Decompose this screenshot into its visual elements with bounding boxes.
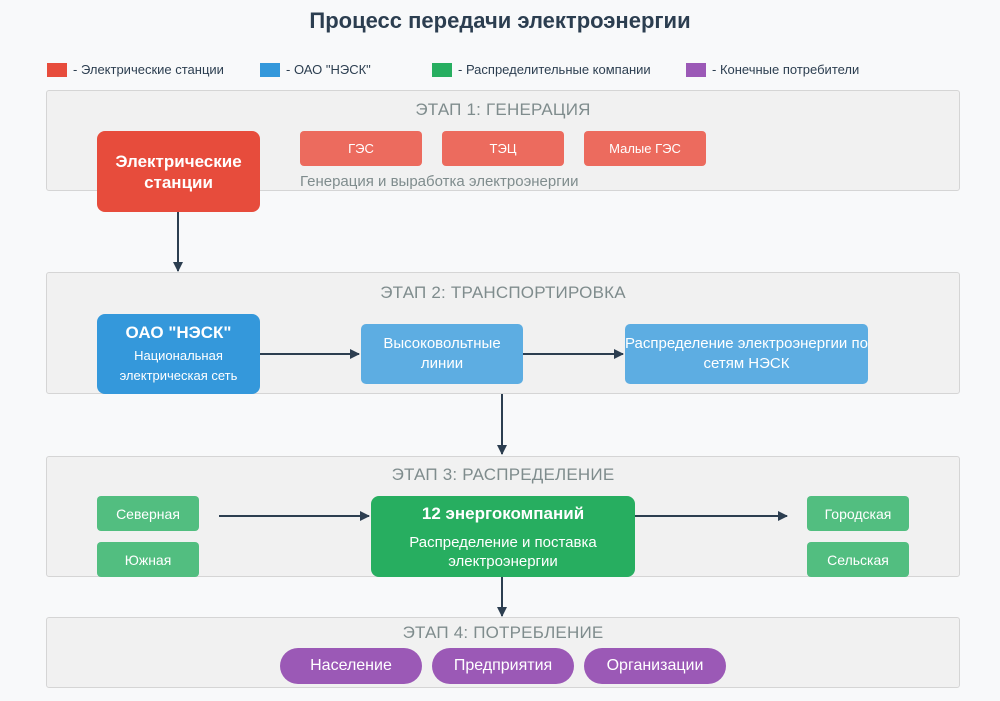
legend-swatch-green [432, 62, 452, 77]
nesk-distribution-node: Распределение электроэнергии по сетям НЭ… [625, 324, 868, 384]
legend-label: - Электрические станции [73, 62, 224, 77]
region-label: Северная [116, 505, 180, 522]
area-label: Городская [824, 505, 892, 522]
source-label: ГЭС [348, 141, 374, 156]
energy-companies-title: 12 энергокомпаний [421, 503, 585, 523]
source-ges: ГЭС [300, 131, 422, 166]
area-label: Сельская [827, 551, 889, 568]
source-label: Малые ГЭС [609, 141, 681, 156]
stage-3-label: ЭТАП 3: РАСПРЕДЕЛЕНИЕ [391, 465, 615, 484]
hv-lines-node: Высоковольтные линии [361, 324, 523, 384]
legend-swatch-purple [686, 62, 706, 77]
legend-swatch-blue [260, 62, 280, 77]
legend-item-consumers: - Конечные потребители [686, 62, 859, 77]
area-rural: Сельская [807, 542, 909, 577]
region-north: Северная [97, 496, 199, 531]
hv-lines-label: Высоковольтные линии [383, 335, 501, 372]
stage-4-label: ЭТАП 4: ПОТРЕБЛЕНИЕ [402, 623, 604, 642]
stage-2-label: ЭТАП 2: ТРАНСПОРТИРОВКА [380, 283, 626, 302]
consumer-population: Население [280, 648, 422, 684]
power-stations-label: Электрические станции [115, 151, 242, 192]
area-urban: Городская [807, 496, 909, 531]
source-label: ТЭЦ [489, 141, 517, 156]
consumer-label: Организации [606, 657, 704, 674]
energy-companies-subtitle: Распределение и поставка электроэнергии [409, 533, 597, 570]
legend-label: - Распределительные компании [458, 62, 651, 77]
source-tec: ТЭЦ [442, 131, 564, 166]
energy-companies-node: 12 энергокомпаний Распределение и постав… [371, 496, 635, 577]
legend-item-distribution: - Распределительные компании [432, 62, 651, 77]
legend-swatch-red [47, 62, 67, 77]
page-title: Процесс передачи электроэнергии [309, 8, 691, 33]
nesk-node: ОАО "НЭСК" Национальная электрическая се… [97, 314, 260, 394]
nesk-distribution-label: Распределение электроэнергии по сетям НЭ… [625, 335, 868, 372]
consumer-label: Население [310, 657, 392, 674]
consumer-enterprises: Предприятия [432, 648, 574, 684]
nesk-subtitle: Национальная электрическая сеть [119, 348, 238, 383]
legend-item-nesk: - ОАО "НЭСК" [260, 62, 371, 77]
region-label: Южная [124, 551, 172, 568]
source-small-ges: Малые ГЭС [584, 131, 706, 166]
legend-label: - ОАО "НЭСК" [286, 62, 371, 77]
region-south: Южная [97, 542, 199, 577]
consumer-label: Предприятия [453, 657, 553, 674]
stage-1-label: ЭТАП 1: ГЕНЕРАЦИЯ [415, 100, 591, 119]
power-stations-node: Электрические станции [97, 131, 260, 212]
legend-label: - Конечные потребители [712, 62, 860, 77]
generation-description: Генерация и выработка электроэнергии [300, 173, 579, 190]
legend-item-stations: - Электрические станции [47, 62, 224, 77]
consumer-organizations: Организации [584, 648, 726, 684]
nesk-title: ОАО "НЭСК" [125, 323, 232, 342]
